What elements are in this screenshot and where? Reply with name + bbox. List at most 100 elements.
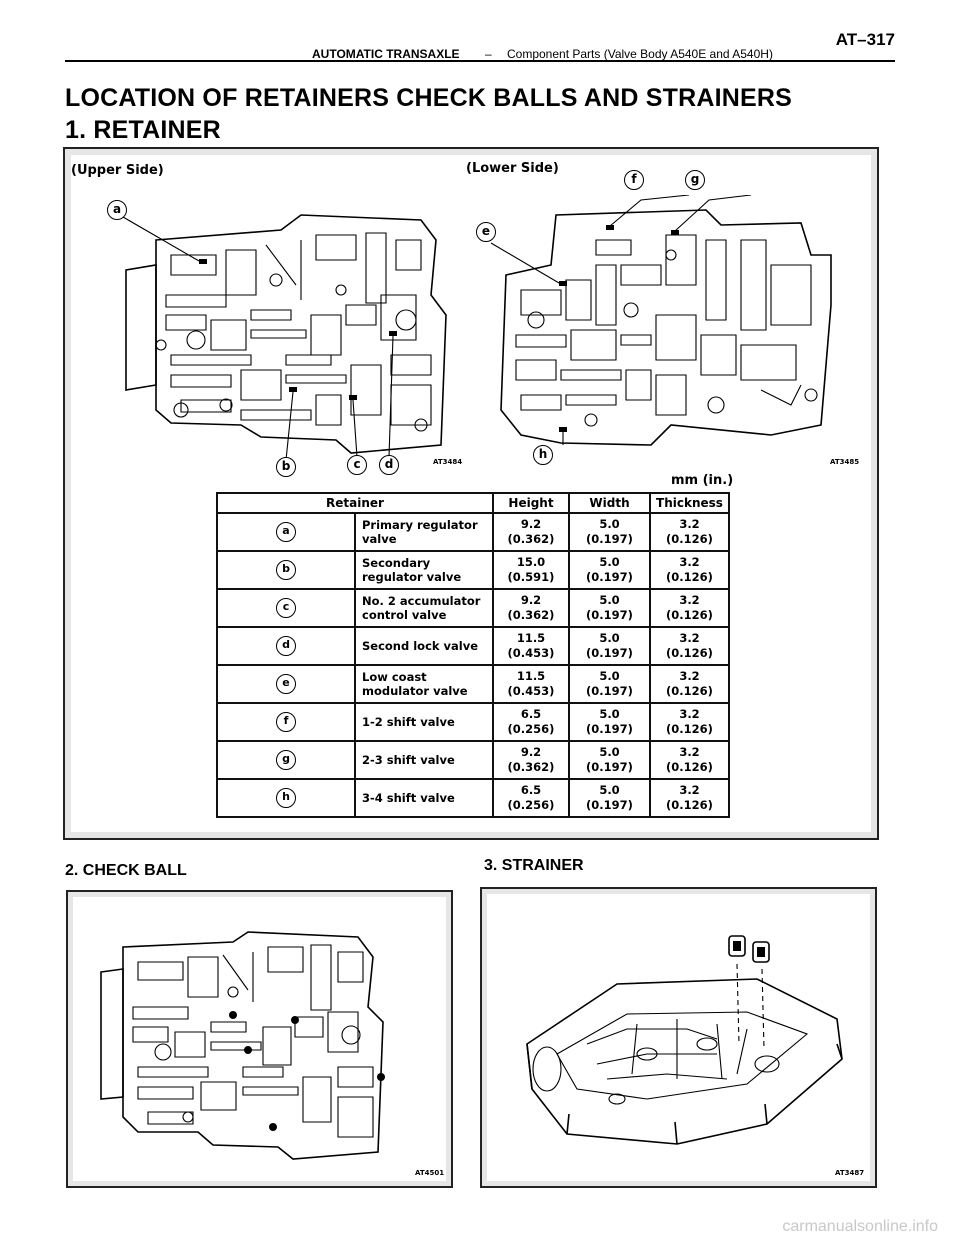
row-width: 5.0(0.197) [568, 588, 651, 628]
page-header: AUTOMATIC TRANSAXLE – Component Parts (V… [0, 20, 895, 62]
row-height-mm: 11.5 [516, 669, 546, 683]
upper-valve-body-drawing [122, 214, 447, 461]
row-thickness: 3.2(0.126) [649, 550, 730, 590]
strainer-figure-code: AT3487 [835, 1169, 865, 1177]
section-1-heading: 1. RETAINER [65, 116, 221, 144]
row-valve-name: Primary regulator valve [354, 512, 494, 552]
row-height-in: (0.362) [507, 760, 555, 774]
row-valve-name: Secondary regulator valve [354, 550, 494, 590]
row-id-callout: h [216, 778, 356, 818]
row-thickness: 3.2(0.126) [649, 702, 730, 742]
row-thickness: 3.2(0.126) [649, 664, 730, 704]
upper-figure-code: AT3484 [433, 458, 463, 466]
row-width-mm: 5.0 [599, 745, 620, 759]
row-height-in: (0.362) [507, 532, 555, 546]
callout-h: h [533, 445, 553, 465]
row-width-mm: 5.0 [599, 555, 620, 569]
row-thickness-mm: 3.2 [679, 745, 700, 759]
row-id-callout: g [216, 740, 356, 780]
row-valve-name: 2-3 shift valve [354, 740, 494, 780]
row-thickness-mm: 3.2 [679, 669, 700, 683]
row-width-in: (0.197) [586, 608, 633, 622]
row-id-callout: e [216, 664, 356, 704]
retainer-g-mark [671, 230, 679, 235]
check-ball-figure-code: AT4501 [415, 1169, 445, 1177]
row-thickness-mm: 3.2 [679, 517, 700, 531]
col-thickness: Thickness [649, 492, 730, 514]
row-height: 9.2(0.362) [492, 512, 570, 552]
row-thickness-mm: 3.2 [679, 593, 700, 607]
table-header-row: Retainer Height Width Thickness [216, 492, 730, 514]
lower-valve-body-drawing [490, 195, 832, 446]
row-id-callout: d [216, 626, 356, 666]
row-id-badge: a [276, 522, 296, 542]
section-2-heading: 2. CHECK BALL [65, 862, 187, 879]
row-thickness: 3.2(0.126) [649, 626, 730, 666]
row-height-mm: 9.2 [520, 745, 542, 759]
row-height-in: (0.256) [507, 722, 555, 736]
row-valve-name: 3-4 shift valve [354, 778, 494, 818]
strainer-1-icon [728, 935, 746, 957]
row-height-mm: 6.5 [520, 707, 542, 721]
row-thickness-in: (0.126) [666, 798, 713, 812]
callout-e: e [476, 222, 496, 242]
callout-d: d [379, 455, 399, 475]
retainer-h-mark [559, 427, 567, 432]
row-id-callout: b [216, 550, 356, 590]
row-thickness-in: (0.126) [666, 570, 713, 584]
row-height: 6.5(0.256) [492, 778, 570, 818]
row-height-in: (0.591) [507, 570, 555, 584]
col-retainer: Retainer [216, 492, 494, 514]
row-id-callout: a [216, 512, 356, 552]
row-width-in: (0.197) [586, 798, 633, 812]
row-id-badge: d [276, 636, 296, 656]
col-height: Height [492, 492, 570, 514]
retainer-c-mark [349, 395, 357, 400]
strainer-valve-body-drawing [526, 935, 843, 1145]
retainer-a-mark [199, 259, 207, 264]
row-height-mm: 11.5 [516, 631, 546, 645]
row-width-mm: 5.0 [599, 783, 620, 797]
row-id-badge: e [276, 674, 296, 694]
row-width-mm: 5.0 [599, 593, 620, 607]
row-thickness-in: (0.126) [666, 646, 713, 660]
row-height: 6.5(0.256) [492, 702, 570, 742]
row-id-callout: f [216, 702, 356, 742]
row-height-in: (0.362) [507, 608, 555, 622]
callout-f: f [624, 170, 644, 190]
col-width: Width [568, 492, 651, 514]
row-width: 5.0(0.197) [568, 778, 651, 818]
row-width: 5.0(0.197) [568, 512, 651, 552]
check-ball-4 [377, 1073, 385, 1081]
row-thickness-mm: 3.2 [679, 707, 700, 721]
row-thickness: 3.2(0.126) [649, 778, 730, 818]
retainer-e-mark [559, 281, 567, 286]
row-thickness-mm: 3.2 [679, 783, 700, 797]
row-width-mm: 5.0 [599, 707, 620, 721]
check-ball-1 [229, 1011, 237, 1019]
watermark: carmanualsonline.info [782, 1218, 938, 1235]
row-thickness-mm: 3.2 [679, 555, 700, 569]
row-height: 9.2(0.362) [492, 588, 570, 628]
row-thickness: 3.2(0.126) [649, 588, 730, 628]
row-thickness: 3.2(0.126) [649, 740, 730, 780]
row-valve-name: No. 2 accumulator control valve [354, 588, 494, 628]
lower-figure-code: AT3485 [830, 458, 860, 466]
strainer-panel: AT3487 [487, 894, 870, 1181]
row-thickness-mm: 3.2 [679, 631, 700, 645]
check-ball-2 [291, 1016, 299, 1024]
row-width-in: (0.197) [586, 760, 633, 774]
row-id-badge: h [276, 788, 296, 808]
row-height-mm: 9.2 [520, 593, 542, 607]
row-thickness-in: (0.126) [666, 760, 713, 774]
check-ball-figure: AT4501 [66, 890, 453, 1188]
row-thickness: 3.2(0.126) [649, 512, 730, 552]
callout-b: b [276, 457, 296, 477]
